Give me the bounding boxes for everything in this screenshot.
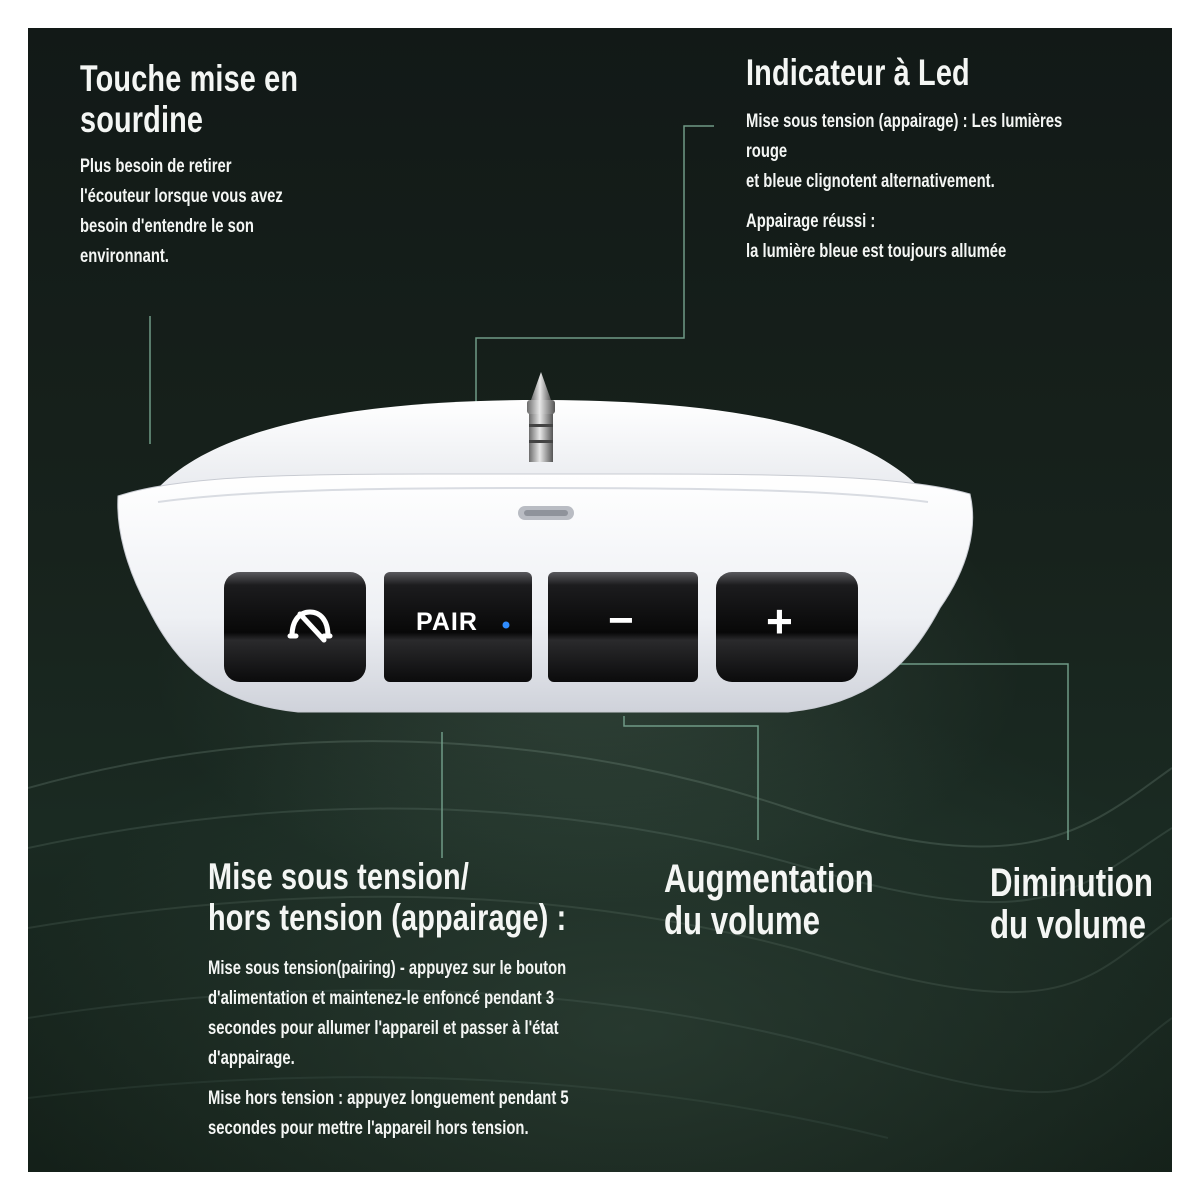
led-description: Mise sous tension (appairage) : Les lumi… <box>746 107 1078 267</box>
plus-button-label: + <box>766 595 793 647</box>
power-desc-line: secondes pour allumer l'appareil et pass… <box>208 1018 559 1039</box>
led-desc-line: la lumière bleue est toujours allumée <box>746 241 1007 262</box>
mute-desc-line: l'écouteur lorsque vous avez <box>80 186 283 207</box>
pair-button-label: PAIR <box>416 608 478 636</box>
minus-button-label: − <box>608 596 634 645</box>
power-description: Mise sous tension(pairing) - appuyez sur… <box>208 954 569 1144</box>
volume-up-title-line1: Augmentation <box>664 857 874 901</box>
minus-button[interactable] <box>548 572 698 682</box>
volume-up-title-line2: du volume <box>664 899 821 943</box>
product-panel: PAIR − + Touche mise en sourdine Plus be… <box>28 28 1172 1172</box>
mute-desc-line: besoin d'entendre le son <box>80 216 254 237</box>
led-desc-line: Mise sous tension (appairage) : Les lumi… <box>746 111 1063 162</box>
plus-button[interactable] <box>716 572 858 682</box>
pair-button[interactable] <box>384 572 532 682</box>
mute-title-line2: sourdine <box>80 99 204 140</box>
led-indicator <box>502 621 510 629</box>
volume-down-title-line1: Diminution <box>990 861 1153 905</box>
leader-line-volume-up <box>623 716 759 840</box>
button-row <box>224 572 858 682</box>
led-section: Indicateur à Led Mise sous tension (appa… <box>746 52 1078 267</box>
led-desc-line: Appairage réussi : <box>746 211 876 232</box>
mute-desc-line: environnant. <box>80 246 169 267</box>
power-desc-line: d'alimentation et maintenez-le enfoncé p… <box>208 988 555 1009</box>
mute-description: Plus besoin de retirer l'écouteur lorsqu… <box>80 152 298 272</box>
power-desc-line: Mise sous tension(pairing) - appuyez sur… <box>208 958 567 979</box>
led-desc-line: et bleue clignotent alternativement. <box>746 171 995 192</box>
mic-mute-icon <box>287 609 333 643</box>
power-desc-line: Mise hors tension : appuyez longuement p… <box>208 1088 569 1109</box>
volume-up-section: Augmentation du volume <box>664 858 874 942</box>
power-desc-line: secondes pour mettre l'appareil hors ten… <box>208 1118 529 1139</box>
power-desc-line: d'appairage. <box>208 1048 295 1069</box>
leader-line-volume-down <box>898 663 1069 840</box>
power-title-line2: hors tension (appairage) : <box>208 897 567 938</box>
mute-title-line1: Touche mise en <box>80 58 299 99</box>
volume-down-title-line2: du volume <box>990 903 1147 947</box>
volume-down-section: Diminution du volume <box>990 862 1153 946</box>
device-illustration <box>28 125 1172 1139</box>
background-waves <box>28 740 1172 1139</box>
led-title: Indicateur à Led <box>746 52 970 93</box>
power-title-line1: Mise sous tension/ <box>208 856 470 897</box>
mute-desc-line: Plus besoin de retirer <box>80 156 232 177</box>
power-section: Mise sous tension/ hors tension (appaira… <box>208 856 569 1144</box>
mute-section: Touche mise en sourdine Plus besoin de r… <box>80 58 298 272</box>
